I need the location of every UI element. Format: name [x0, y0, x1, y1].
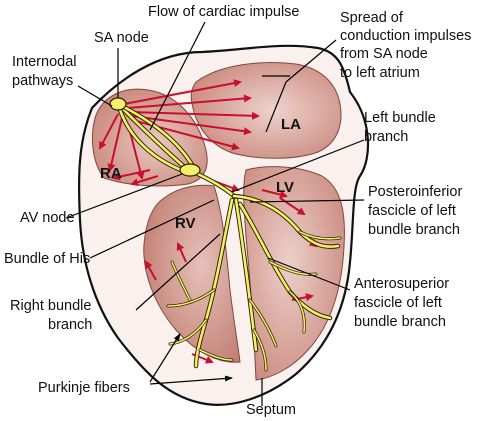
- label-spread-line2: conduction impulses: [340, 28, 471, 44]
- leader-lines: [65, 21, 365, 406]
- label-flow-of-cardiac-impulse: Flow of cardiac impulse: [148, 4, 300, 20]
- chamber-label-lv: LV: [276, 179, 294, 196]
- label-spread-line4: to left atrium: [340, 65, 420, 81]
- label-left-bundle-line2: branch: [364, 129, 408, 145]
- label-posteroinferior-line1: Posteroinferior: [368, 184, 462, 200]
- conduction-system: [115, 101, 342, 372]
- chamber-label-ra: RA: [100, 165, 122, 182]
- label-internodal-line2: pathways: [12, 73, 73, 89]
- av-node: [179, 163, 201, 177]
- label-purkinje-fibers: Purkinje fibers: [38, 380, 130, 396]
- label-anterosuperior-line3: bundle branch: [354, 314, 446, 330]
- sa-node: [109, 97, 127, 111]
- label-posteroinferior-line3: bundle branch: [368, 222, 460, 238]
- text-labels: Flow of cardiac impulse SA node Spread o…: [4, 4, 471, 418]
- label-av-node: AV node: [20, 210, 75, 226]
- label-septum: Septum: [246, 402, 296, 418]
- label-spread-line1: Spread of: [340, 10, 404, 26]
- label-sa-node: SA node: [94, 30, 149, 46]
- label-anterosuperior-line1: Anterosuperior: [354, 276, 449, 292]
- label-anterosuperior-line2: fascicle of left: [354, 295, 442, 311]
- label-right-bundle-line2: branch: [48, 317, 92, 333]
- label-posteroinferior-line2: fascicle of left: [368, 203, 456, 219]
- chamber-label-rv: RV: [175, 215, 196, 232]
- label-internodal-line1: Internodal: [12, 54, 77, 70]
- chamber-label-la: LA: [281, 116, 301, 133]
- right-ventricle: [143, 184, 241, 363]
- label-bundle-of-his: Bundle of His: [4, 251, 90, 267]
- label-left-bundle-line1: Left bundle: [364, 110, 436, 126]
- label-right-bundle-line1: Right bundle: [10, 298, 91, 314]
- label-spread-line3: from SA node: [340, 46, 428, 62]
